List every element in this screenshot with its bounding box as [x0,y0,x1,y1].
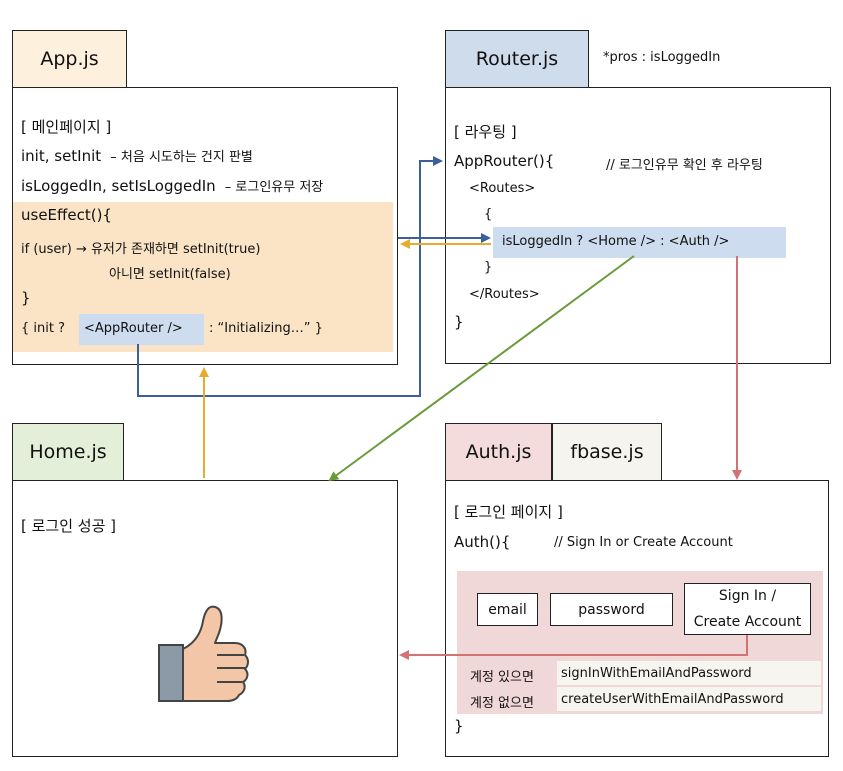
app-init-code: init, setInit [21,147,102,165]
row1-method: signInWithEmailAndPassword [561,666,752,681]
auth-tab-label: Auth.js [465,441,532,463]
create-account-label: Create Account [693,614,802,630]
auth-func: Auth(){ [454,533,511,551]
app-init-comment: – 처음 시도하는 건지 판별 [110,150,253,165]
router-comment: // 로그인유무 확인 후 라우팅 [606,158,763,173]
fbase-tab-label: fbase.js [570,441,644,463]
home-tab: Home.js [12,423,124,480]
router-heading: [ 라우팅 ] [454,123,517,141]
app-logged-code: isLoggedIn, setIsLoggedIn [21,177,216,195]
routes-brace-close: } [484,260,493,275]
router-tab: Router.js [445,30,589,87]
app-line-logged: isLoggedIn, setIsLoggedIn – 로그인유무 저장 [21,176,323,195]
app-router-func: AppRouter(){ [454,152,555,170]
is-logged-in-ternary: isLoggedIn ? <Home /> : <Auth /> [502,234,730,249]
auth-tab: Auth.js [445,423,552,480]
router-tab-label: Router.js [475,48,559,70]
app-tab-label: App.js [40,48,99,70]
fbase-tab: fbase.js [552,423,662,480]
home-tab-label: Home.js [29,441,107,463]
app-router-tag: <AppRouter /> [84,321,183,336]
row1-method-bg [557,661,821,685]
home-panel: [ 로그인 성공 ] [12,480,398,757]
app-heading: [ 메인페이지 ] [21,118,112,136]
auth-comment: // Sign In or Create Account [554,535,733,550]
if-user-line: if (user) → 유저가 존재하면 setInit(true) [21,242,261,257]
sign-in-label: Sign In / [718,588,777,604]
auth-panel: [ 로그인 페이지 ] Auth(){ // Sign In or Create… [445,480,829,757]
app-line-init: init, setInit – 처음 시도하는 건지 판별 [21,146,253,165]
auth-heading: [ 로그인 페이지 ] [454,503,563,521]
app-panel: [ 메인페이지 ] init, setInit – 처음 시도하는 건지 판별 … [12,87,398,365]
router-func-close: } [454,313,464,331]
row2-method-bg [557,687,821,711]
is-logged-in-highlight [493,227,786,258]
else-line: 아니면 setInit(false) [109,267,231,282]
routes-close: </Routes> [469,287,540,302]
app-logged-comment: – 로그인유무 저장 [224,180,324,195]
email-label: email [488,601,527,618]
home-heading: [ 로그인 성공 ] [21,517,117,535]
row2-method: createUserWithEmailAndPassword [561,692,784,707]
ternary-open: { init ? [21,321,65,336]
auth-func-close: } [454,717,464,735]
ternary-rest: : “Initializing…” } [209,321,323,336]
use-effect-line: useEffect(){ [21,206,112,224]
router-props-note: *pros : isLoggedIn [603,50,721,65]
row1-label: 계정 있으면 [470,670,534,685]
password-label: password [578,601,645,618]
routes-brace-open: { [484,207,493,222]
row2-label: 계정 없으면 [470,696,534,711]
use-effect-close: } [21,289,31,307]
router-panel: [ 라우팅 ] AppRouter(){ // 로그인유무 확인 후 라우팅 <… [445,87,831,364]
password-field[interactable]: password [550,593,673,626]
thumbs-up-icon [158,605,249,702]
email-field[interactable]: email [477,593,538,626]
routes-open: <Routes> [469,181,536,196]
app-tab: App.js [12,30,127,87]
sign-in-create-account-button[interactable]: Sign In / Create Account [684,583,811,635]
